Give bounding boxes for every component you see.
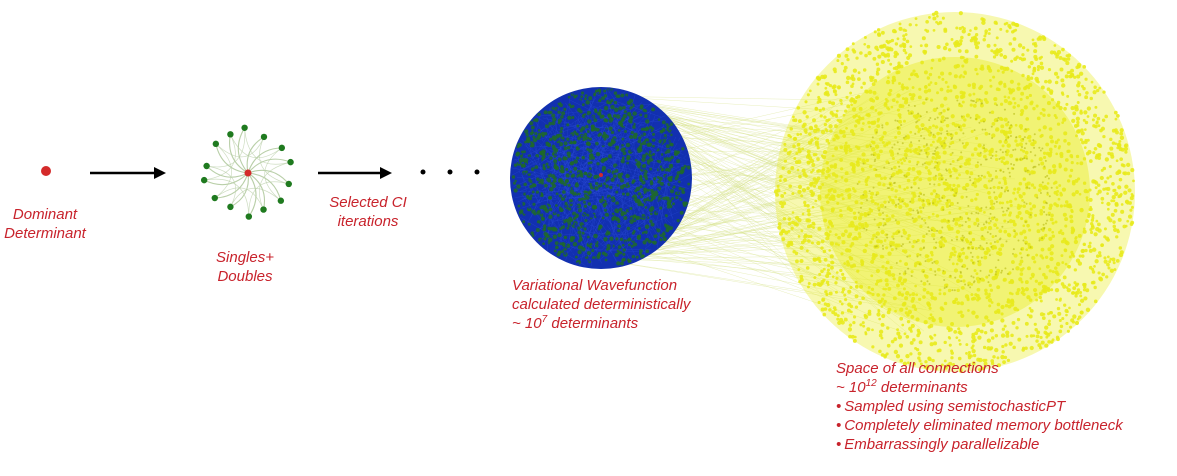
variational-wavefunction-cluster — [510, 87, 692, 269]
bullet-item: •Embarrassingly parallelizable — [836, 436, 1040, 453]
singles-label-line1: Singles+ — [216, 249, 274, 266]
bullet-item: •Sampled using semistochasticPT — [836, 398, 1066, 415]
ellipsis-dots — [420, 169, 480, 175]
variational-wavefunction-label: Variational Wavefunction calculated dete… — [512, 276, 690, 333]
dominant-determinant-label: Dominant Determinant — [0, 205, 90, 243]
bullet-item: •Completely eliminated memory bottleneck — [836, 417, 1123, 434]
singles-label-line2: Doubles — [217, 268, 273, 285]
space-of-connections-cloud — [773, 10, 1135, 373]
arrow-2 — [318, 167, 392, 179]
variational-label-line1: Variational Wavefunction — [512, 277, 678, 294]
dominant-label-line1: Dominant — [12, 206, 78, 223]
selected-label-line1: Selected CI — [329, 194, 407, 211]
space-of-connections-label: Space of all connections ~ 1012 determin… — [836, 359, 1123, 454]
variational-label-line2: calculated deterministically — [512, 296, 691, 313]
arrow-1 — [90, 167, 166, 179]
selected-ci-label: Selected CI iterations — [323, 193, 413, 231]
selected-label-line2: iterations — [337, 213, 399, 230]
dominant-determinant-node — [41, 166, 51, 176]
space-label-line1: Space of all connections — [836, 360, 999, 377]
singles-doubles-graph — [200, 124, 294, 220]
variational-label-line3: ~ 107 determinants — [512, 314, 639, 333]
singles-doubles-label: Singles+ Doubles — [200, 248, 290, 286]
dominant-label-line2: Determinant — [4, 225, 86, 242]
space-label-line2: ~ 1012 determinants — [836, 378, 968, 397]
